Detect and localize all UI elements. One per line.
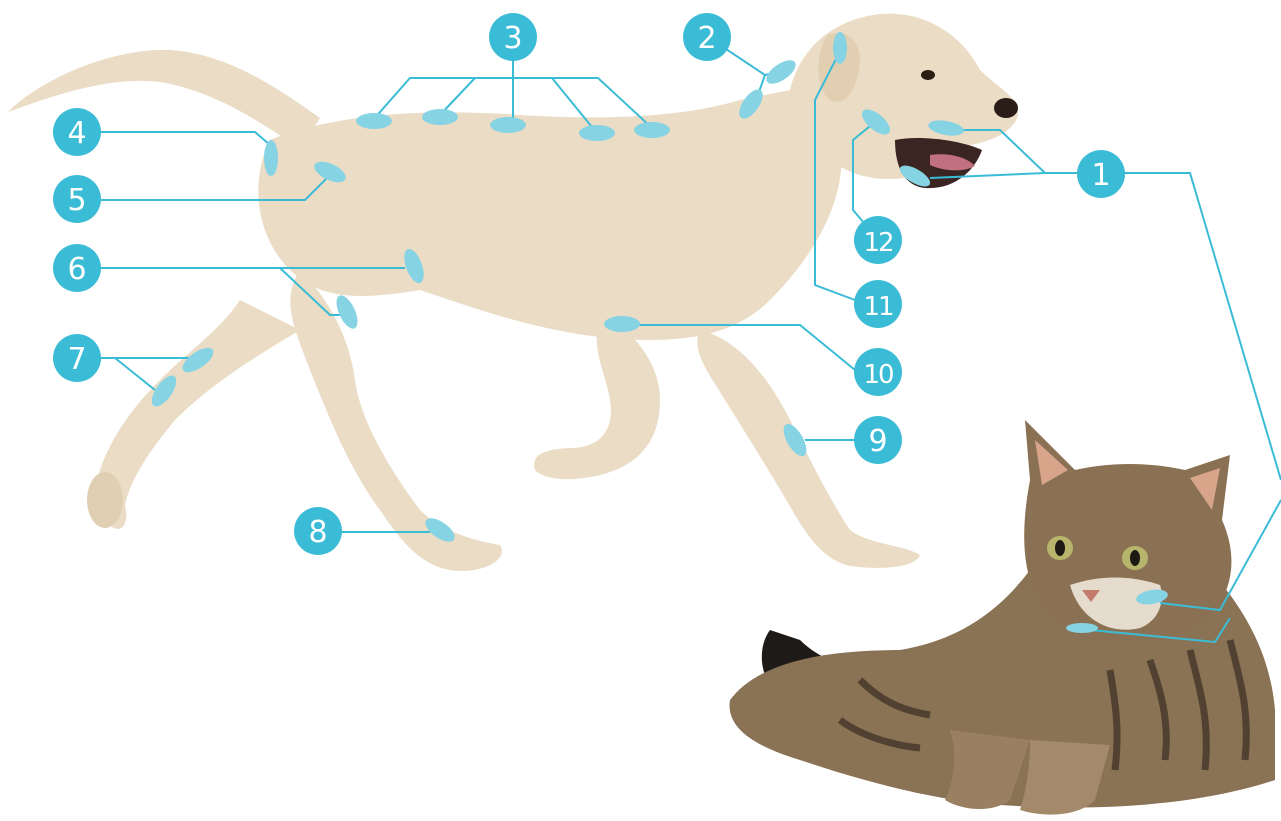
spot-3-e [634,122,670,138]
badge-4-label: 4 [67,116,86,151]
spot-3-c [490,117,526,133]
dog-nose [994,98,1018,118]
badge-9: 9 [854,416,902,464]
badge-11-label: 11 [863,292,893,322]
spot-11 [833,32,847,64]
badge-2: 2 [683,13,731,61]
connector-7-b [115,358,155,390]
badge-8-label: 8 [308,515,327,550]
badge-7-label: 7 [67,342,86,377]
spot-1-cat-b [1066,623,1098,633]
badge-11: 11 [854,280,902,328]
connector-1-cat [1105,173,1281,480]
dog-eye [921,70,935,80]
badge-10-label: 10 [863,360,893,390]
badge-3-label: 3 [503,21,522,56]
badge-8: 8 [294,507,342,555]
badge-12-label: 12 [863,228,892,258]
badge-4: 4 [53,108,101,156]
badge-1-label: 1 [1091,158,1110,193]
badge-12: 12 [854,216,902,264]
badge-7: 7 [53,334,101,382]
badge-3: 3 [489,13,537,61]
badge-10: 10 [854,348,902,396]
dog-rear-leg-back [96,300,300,529]
spot-4 [264,140,278,176]
badge-5-label: 5 [67,183,86,218]
badge-6-label: 6 [67,252,86,287]
spot-3-b [422,109,458,125]
connector-4 [90,132,270,145]
cat-pupil-left [1055,540,1065,556]
spot-3-a [356,113,392,129]
badge-5: 5 [53,175,101,223]
badge-2-label: 2 [697,21,716,56]
spot-10 [604,316,640,332]
badge-1: 1 [1077,150,1125,198]
spot-3-d [579,125,615,141]
dog-rear-paw-back [87,472,123,528]
cat-pupil-right [1130,550,1140,566]
badge-9-label: 9 [868,424,887,459]
badge-6: 6 [53,244,101,292]
